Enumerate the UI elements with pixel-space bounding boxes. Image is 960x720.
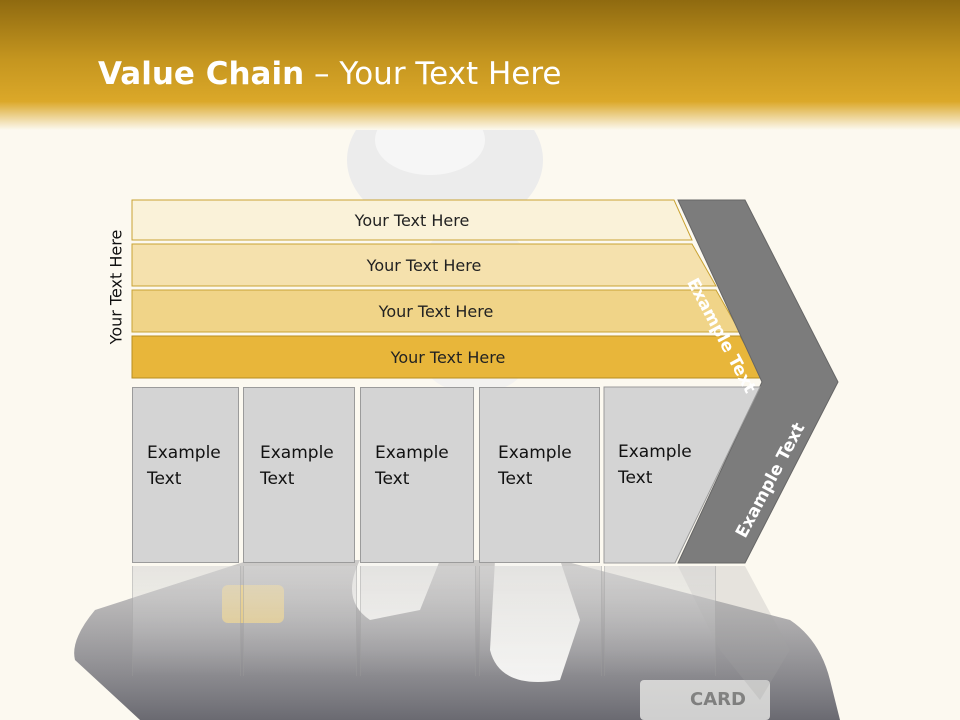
box-1-reflection xyxy=(132,566,241,676)
box-5-reflection xyxy=(604,566,716,676)
box-4-line1: Example xyxy=(498,443,572,463)
band-3: Your Text Here xyxy=(132,290,740,332)
box-2-line2: Text xyxy=(260,469,295,489)
band-4: Your Text Here xyxy=(132,336,764,378)
band-1-label: Your Text Here xyxy=(354,210,470,230)
box-2: Example Text xyxy=(243,387,355,563)
box-5-line1: Example xyxy=(618,442,692,462)
band-4-label: Your Text Here xyxy=(390,347,506,367)
title-rest: – Your Text Here xyxy=(304,56,562,92)
box-1-line2: Text xyxy=(147,469,182,489)
box-4-reflection xyxy=(479,566,602,676)
band-1: Your Text Here xyxy=(132,200,692,240)
box-1-line1: Example xyxy=(147,443,221,463)
band-2-label: Your Text Here xyxy=(366,255,482,275)
slide-header xyxy=(0,0,960,130)
box-3: Example Text xyxy=(360,387,474,563)
band-3-label: Your Text Here xyxy=(378,301,494,321)
box-3-line2: Text xyxy=(375,469,410,489)
slide-title: Value Chain – Your Text Here xyxy=(98,56,561,92)
title-bold: Value Chain xyxy=(98,56,305,92)
box-3-reflection xyxy=(360,566,476,676)
box-5: Example Text xyxy=(604,387,714,563)
box-4-line2: Text xyxy=(498,469,533,489)
box-4: Example Text xyxy=(479,387,600,563)
box-2-reflection xyxy=(243,566,357,676)
box-2-line1: Example xyxy=(260,443,334,463)
box-1: Example Text xyxy=(132,387,239,563)
band-2: Your Text Here xyxy=(132,244,716,286)
box-3-line1: Example xyxy=(375,443,449,463)
box-5-line2: Text xyxy=(618,468,653,488)
side-label: Your Text Here xyxy=(106,229,126,345)
